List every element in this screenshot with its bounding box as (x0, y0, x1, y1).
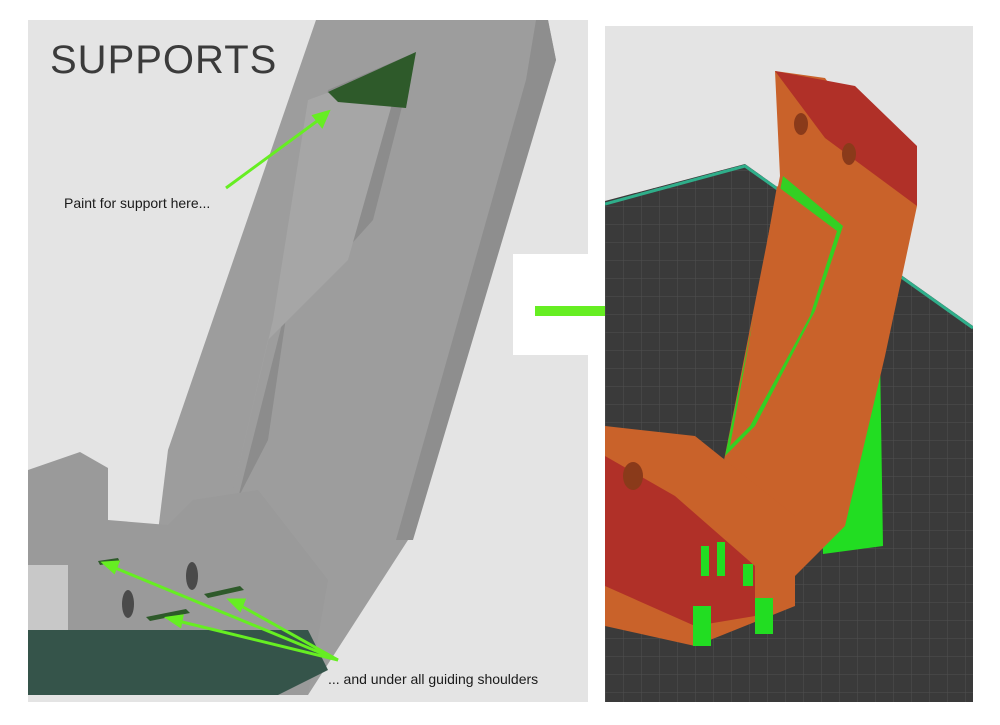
callout-arrow-shoulder-1 (107, 563, 339, 662)
callout-arrow-shoulder-3 (233, 600, 339, 662)
sliced-part-illustration (605, 26, 973, 702)
arm-body (715, 71, 917, 586)
callout-arrow-shoulder-2 (173, 618, 339, 662)
shoulder-support (693, 606, 711, 646)
slicer-preview-panel (605, 26, 973, 702)
model-view-panel: SUPPORTS Paint for support here... ... a… (28, 20, 588, 702)
callout-arrowhead (311, 109, 331, 129)
arm-rib (730, 186, 837, 446)
painted-support-top (328, 52, 416, 108)
shoulder-support (701, 546, 709, 576)
arm-rib (233, 65, 403, 490)
hole (186, 562, 198, 590)
arm-top-face (775, 71, 917, 206)
callout-arrowhead (100, 560, 121, 575)
base-inner-face (605, 456, 755, 626)
shoulder-support (755, 598, 773, 634)
shoulder-support (743, 564, 753, 586)
hole (794, 113, 808, 135)
note-paint-support: Paint for support here... (64, 195, 211, 211)
gray-part-illustration (28, 20, 588, 702)
hole (623, 462, 643, 490)
hole (122, 590, 134, 618)
note-guiding-shoulders: ... and under all guiding shoulders (328, 671, 539, 687)
painted-shoulder (204, 586, 244, 598)
page-title: SUPPORTS (50, 38, 278, 82)
hole (842, 143, 856, 165)
callout-arrowhead (226, 598, 247, 613)
painted-shoulder (146, 609, 190, 621)
callout-arrow-top (225, 114, 325, 190)
shoulder-support (717, 542, 725, 576)
callout-arrowhead (163, 614, 184, 629)
base-bottom-face (28, 630, 328, 695)
arm-side-face (396, 20, 556, 540)
